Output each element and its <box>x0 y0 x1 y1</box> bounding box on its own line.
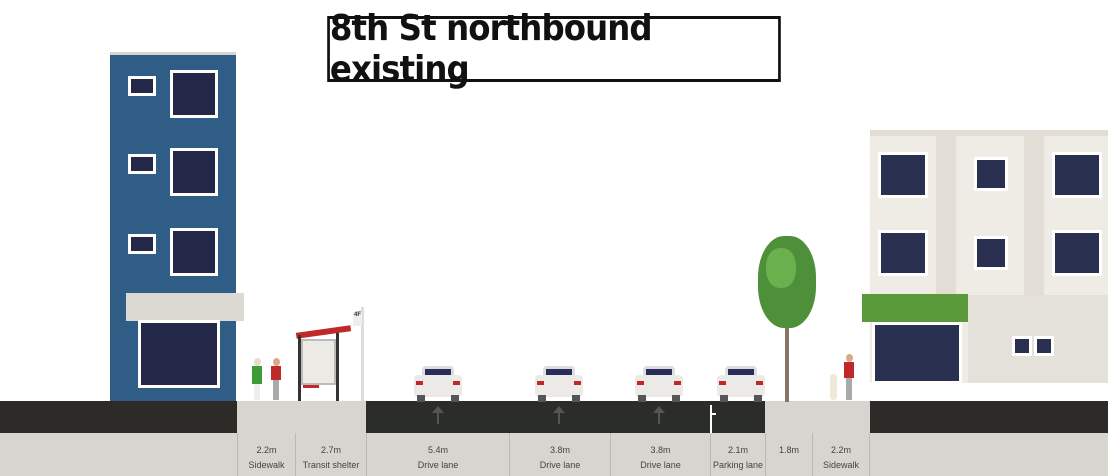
segment-tree[interactable]: 1.8m <box>765 433 812 476</box>
car <box>414 366 462 402</box>
right-building <box>862 130 1108 384</box>
pedestrian <box>270 358 282 400</box>
pedestrian-walker <box>251 358 263 400</box>
awning <box>862 294 968 322</box>
car <box>535 366 583 402</box>
car <box>717 366 765 402</box>
direction-arrow-icon <box>432 406 444 424</box>
left-building <box>110 52 244 402</box>
direction-arrow-icon <box>553 406 565 424</box>
roadway <box>366 403 765 433</box>
street-title: 8th St northbound existing <box>327 8 781 90</box>
awning <box>126 293 244 321</box>
transit-sign: 4F <box>353 312 362 326</box>
pedestrian <box>843 354 855 400</box>
tree <box>752 236 820 402</box>
car <box>635 366 683 402</box>
child-pedestrian <box>830 374 837 400</box>
transit-shelter <box>295 325 358 401</box>
direction-arrow-icon <box>653 406 665 424</box>
